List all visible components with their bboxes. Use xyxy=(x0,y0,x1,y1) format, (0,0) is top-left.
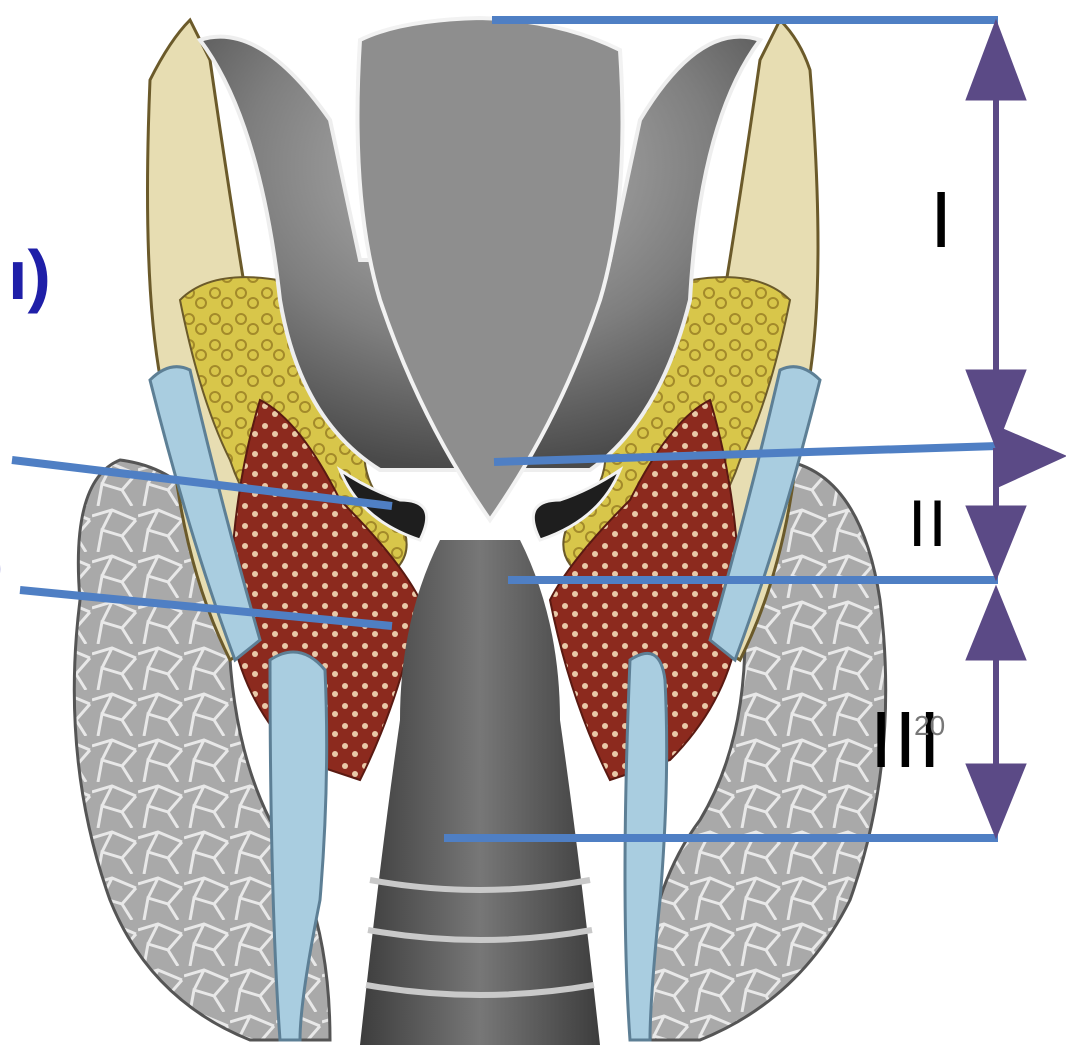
arrow-II-bottom-icon xyxy=(966,506,1026,580)
arrow-III-top-icon xyxy=(966,586,1026,660)
arrow-side-right-icon xyxy=(996,426,1066,488)
region-label-I: I xyxy=(930,180,954,260)
region-label-II: II xyxy=(908,490,949,556)
region-dimension-arrows xyxy=(966,20,1066,838)
left-label-partial-top: ı) xyxy=(8,240,51,310)
arrow-III-bottom-icon xyxy=(966,764,1026,838)
page-number: 20 xyxy=(914,712,945,740)
left-label-partial-mid: ) xyxy=(0,540,3,590)
arrow-I-top-icon xyxy=(966,20,1026,100)
